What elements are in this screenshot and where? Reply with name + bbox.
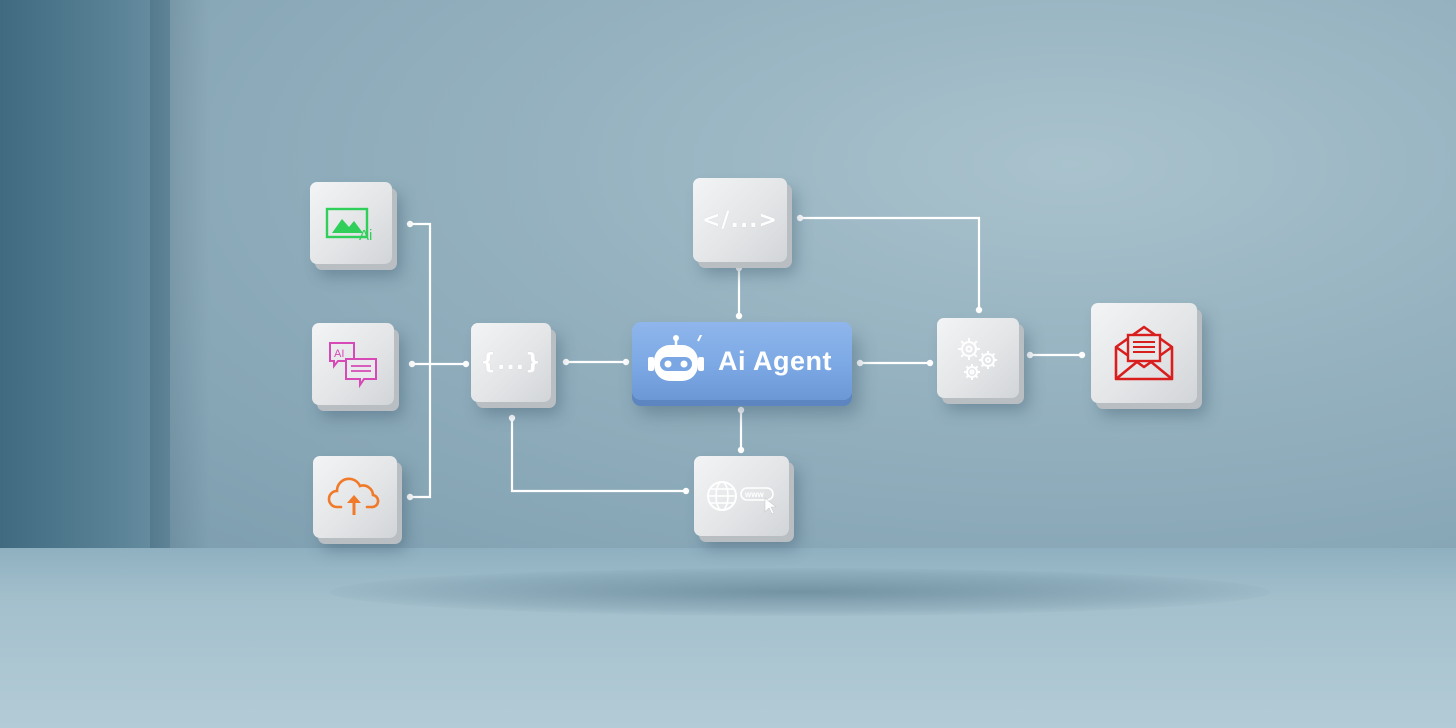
ai-agent-label: Ai Agent [718,345,832,376]
connector-code-to-web [510,416,688,493]
code-block: {...} [471,323,551,402]
image-ai-icon: Ai [325,207,372,243]
settings-block [937,318,1019,398]
connector-dots [406,214,1086,501]
html-block-label: </...> [702,207,778,233]
wall-corner-shade [150,0,210,580]
html-code-block: </...> [693,178,787,262]
svg-text:Ai: Ai [359,227,372,243]
connector-image-to-bus [408,222,432,499]
code-block-label: {...} [480,350,542,375]
chat-ai-block: AI [312,323,394,405]
left-wall [0,0,170,580]
svg-text:AI: AI [334,348,344,360]
email-block [1091,303,1197,403]
cloud-upload-icon [327,477,380,515]
chat-ai-icon: AI [329,342,377,389]
web-block: www [694,456,789,536]
email-envelope-icon [1114,325,1174,381]
floor-shadow [330,568,1270,616]
cloud-upload-block [313,456,397,538]
gears-icon [958,338,997,380]
globe-www-icon: www [706,481,777,515]
ai-agent-block: Ai Agent [632,322,852,400]
connector-html-to-gears [798,216,981,312]
robot-icon [648,335,704,381]
svg-text:www: www [744,490,764,499]
image-ai-block: Ai [310,182,392,264]
floor [0,548,1456,728]
